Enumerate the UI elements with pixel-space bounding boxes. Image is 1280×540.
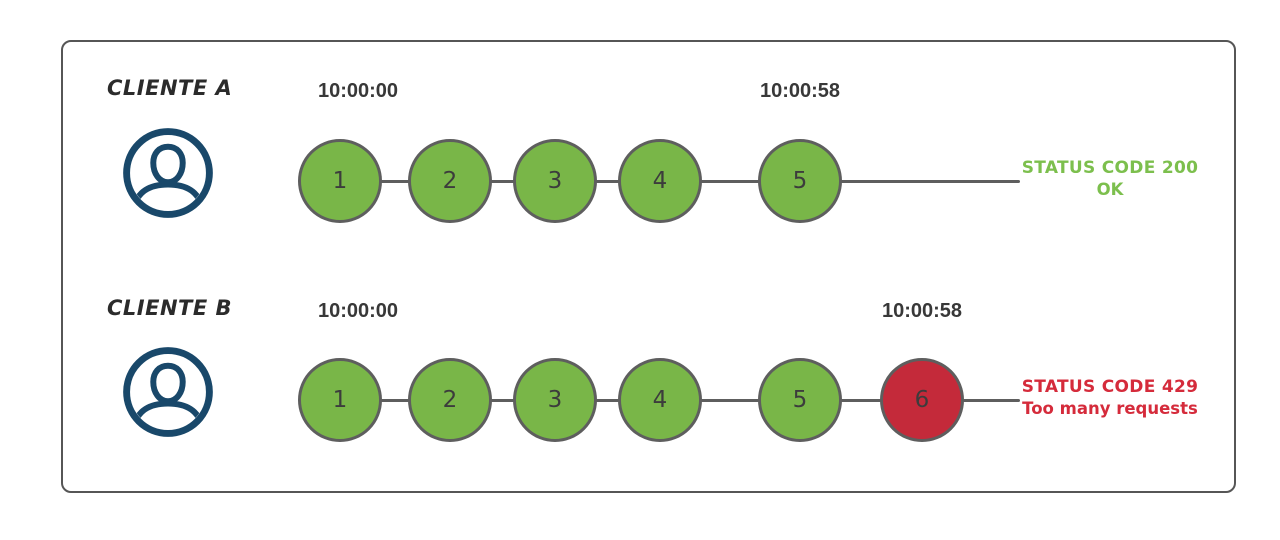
user-circle-icon: [122, 127, 214, 219]
status-description-text: Too many requests: [1022, 399, 1198, 418]
request-circle: 1: [298, 139, 382, 223]
end-timestamp: 10:00:58: [881, 300, 963, 322]
end-timestamp: 10:00:58: [759, 80, 841, 102]
user-circle-icon: [122, 346, 214, 438]
status-description-text: OK: [1096, 180, 1124, 199]
request-circle: 3: [513, 139, 597, 223]
status-code-text: STATUS CODE 200: [1021, 158, 1199, 178]
client-label: CLIENTE B: [107, 296, 233, 320]
start-timestamp: 10:00:00: [317, 300, 399, 322]
request-circle: 4: [618, 139, 702, 223]
request-circle: 4: [618, 358, 702, 442]
status-code-text: STATUS CODE 429: [1021, 377, 1199, 397]
request-circle: 5: [758, 358, 842, 442]
request-circle: 6: [880, 358, 964, 442]
request-circle: 1: [298, 358, 382, 442]
request-circle: 5: [758, 139, 842, 223]
request-circle: 2: [408, 139, 492, 223]
client-label: CLIENTE A: [107, 76, 233, 100]
start-timestamp: 10:00:00: [317, 80, 399, 102]
request-circle: 3: [513, 358, 597, 442]
request-circle: 2: [408, 358, 492, 442]
